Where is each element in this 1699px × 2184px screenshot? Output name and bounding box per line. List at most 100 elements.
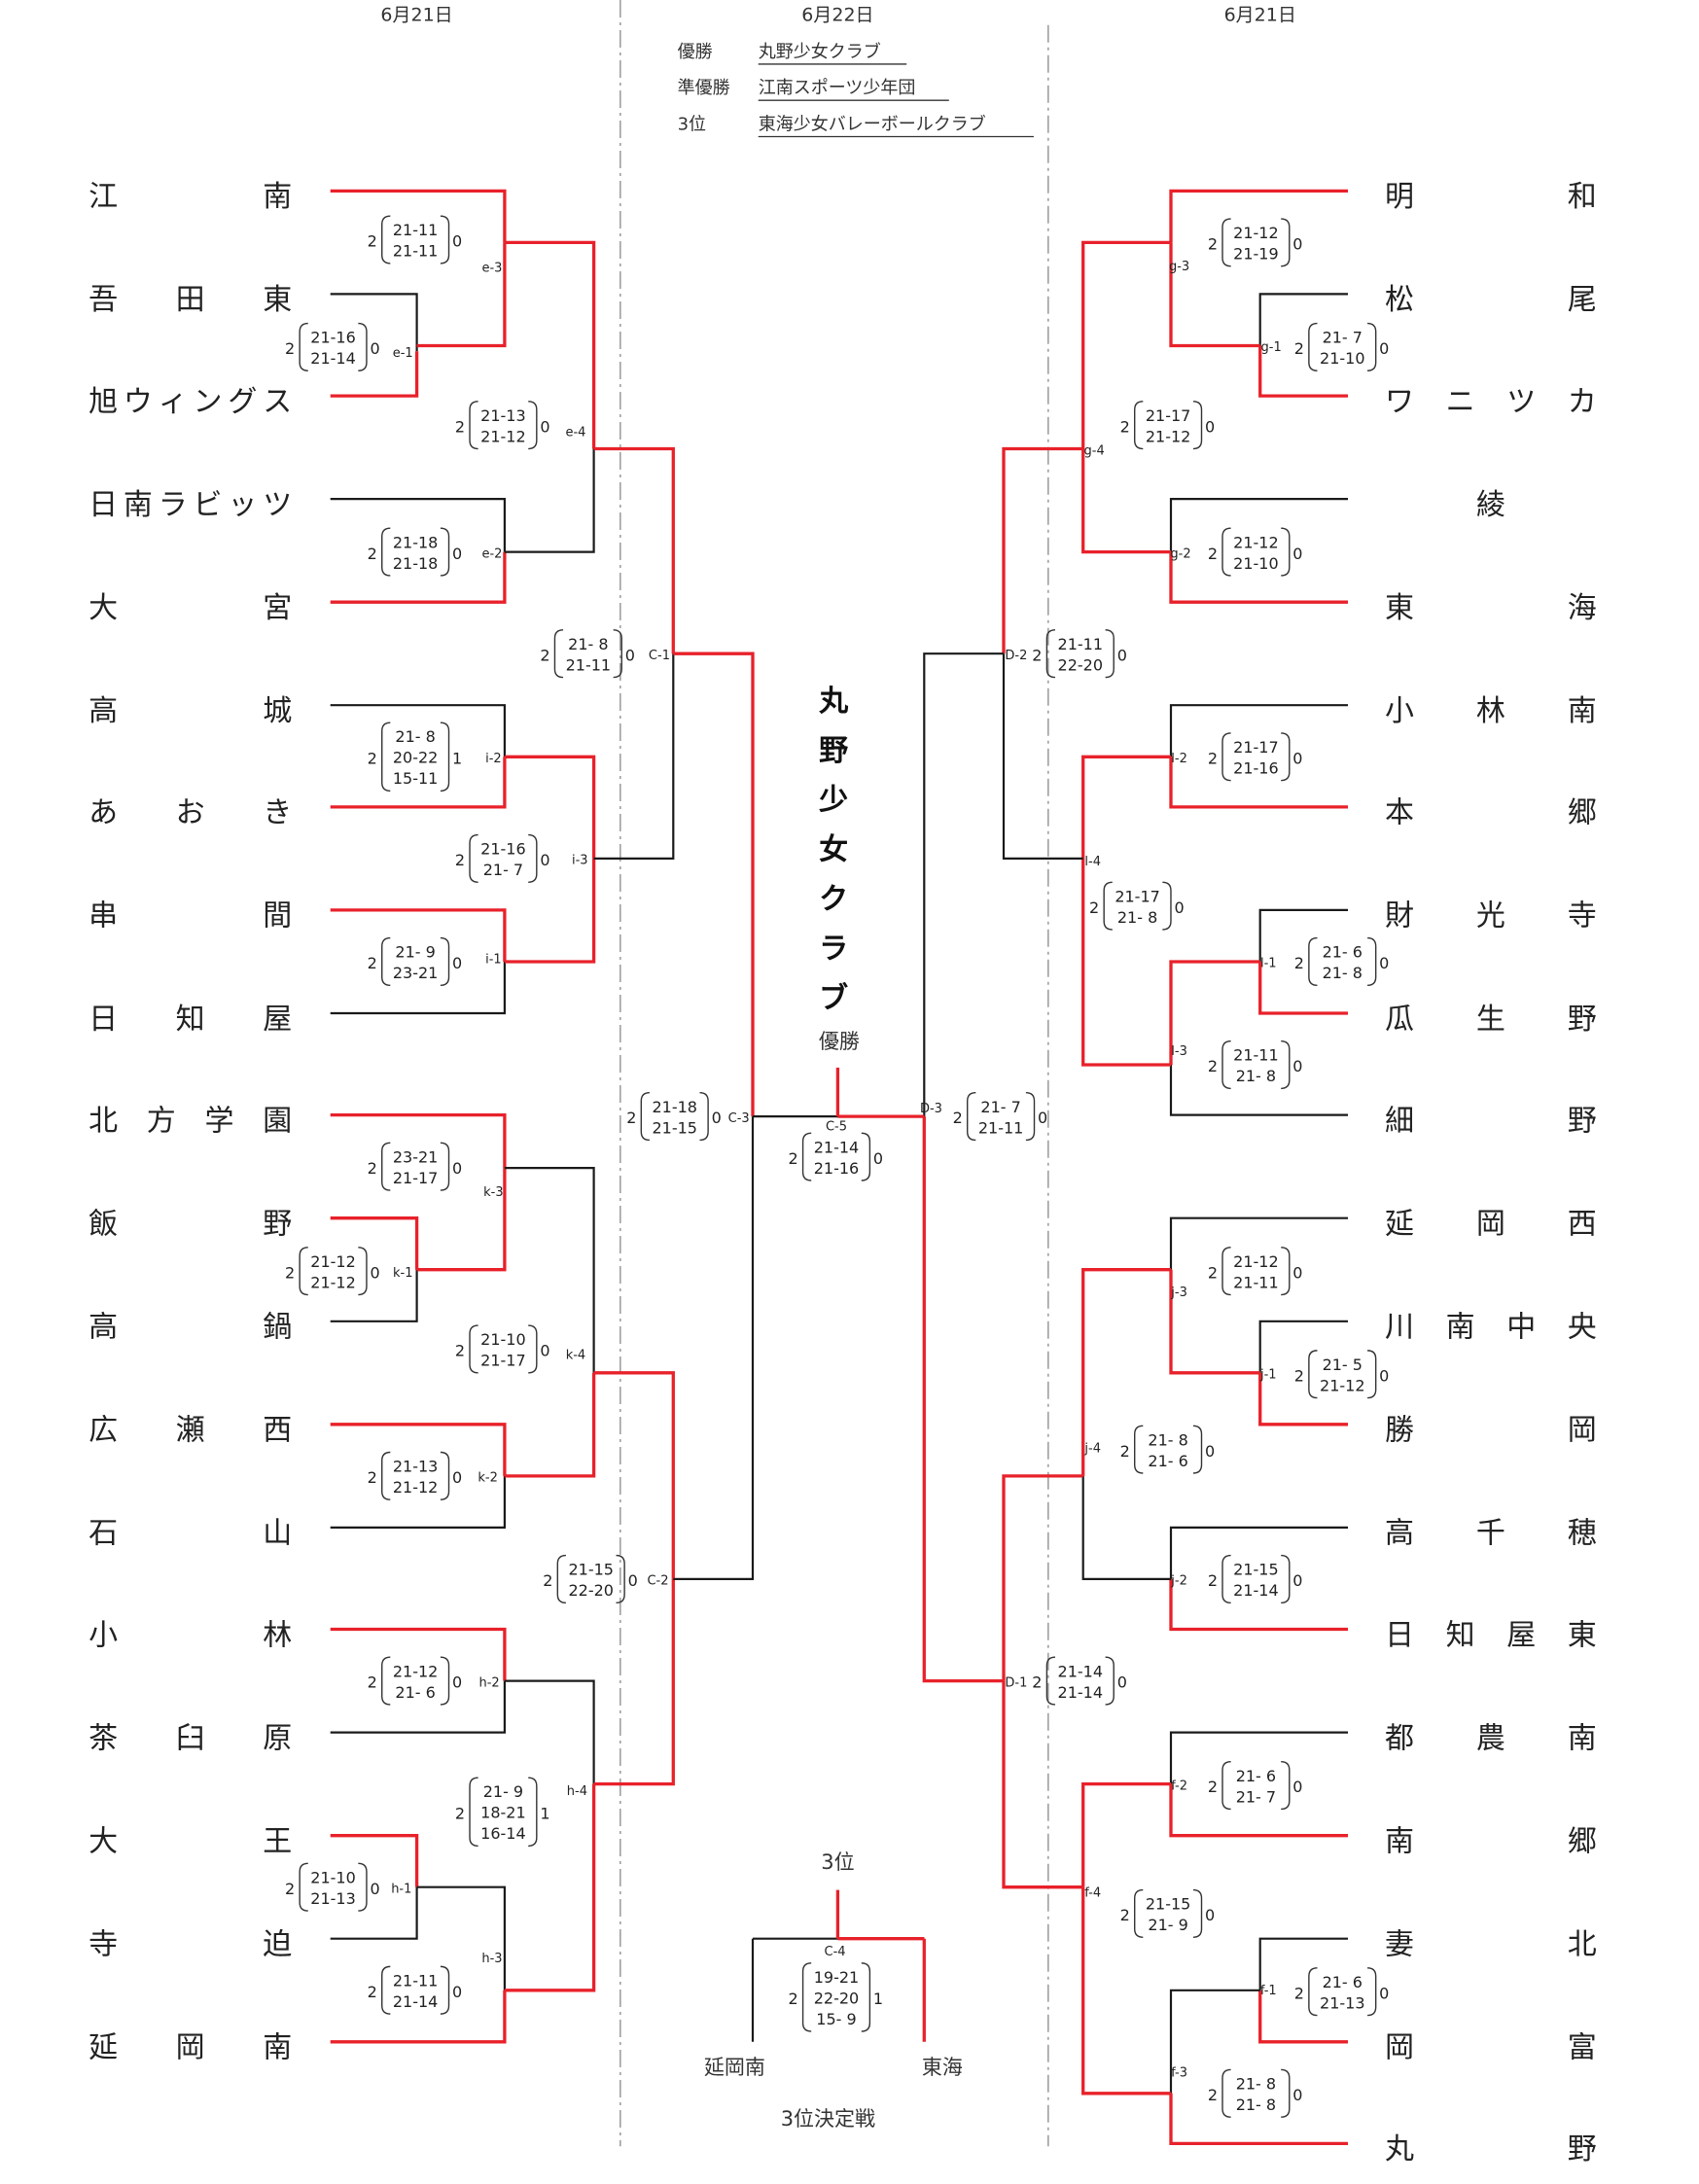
line-j2-bot <box>1169 1578 1348 1632</box>
line-d1-bot <box>1002 1680 1083 1889</box>
score-h-4-set-2: 16-14 <box>480 1824 526 1843</box>
result-label-1: 準優勝 <box>678 78 730 98</box>
right-team-2-char-1: ニ <box>1446 385 1475 419</box>
result-team-2: 東海少女バレーボールクラブ <box>759 113 986 134</box>
score-C-2-sets-lost: 0 <box>628 1571 638 1590</box>
line-c3-top <box>673 652 755 1117</box>
line-j4-top <box>1081 1268 1171 1476</box>
score-e-3-set-0: 21-11 <box>393 221 439 239</box>
score-g-1-bracket-left <box>1308 322 1318 371</box>
score-h-1-set-1: 21-13 <box>310 1889 356 1908</box>
line-f4-bot <box>1081 1886 1171 2096</box>
line-k2-bot <box>330 1475 506 1529</box>
score-e-3-bracket-left <box>381 215 391 264</box>
score-f-3-set-0: 21- 8 <box>1236 2075 1276 2094</box>
score-k-1-sets-won: 2 <box>285 1263 295 1282</box>
champion-label: 優勝 <box>819 1030 860 1053</box>
score-k-3-set-0: 23-21 <box>393 1147 439 1166</box>
line-i1-bot <box>330 962 506 1015</box>
line-g4-bot <box>1081 448 1171 554</box>
score-i-2-sets-won: 2 <box>368 749 377 767</box>
right-team-7-char-2: 寺 <box>1568 899 1597 933</box>
score-C-1-bracket-right <box>613 629 622 679</box>
score-k-1-bracket-right <box>358 1247 368 1296</box>
score-g-4-sets-won: 2 <box>1120 417 1130 436</box>
score-h-2-sets-lost: 0 <box>452 1673 462 1692</box>
score-f-2-bracket-right <box>1281 1760 1291 1811</box>
left-team-14-char-1: 林 <box>263 1618 292 1652</box>
left-team-16-char-1: 王 <box>263 1824 292 1858</box>
score-D-3-set-0: 21- 7 <box>980 1098 1020 1116</box>
score-h-3-sets-lost: 0 <box>452 1983 462 2001</box>
score-g-3-bracket-right <box>1281 218 1291 267</box>
score-h-3-bracket-right <box>440 1965 450 2015</box>
score-D-3-sets-lost: 0 <box>1038 1109 1047 1127</box>
score-f-3-sets-won: 2 <box>1208 2086 1218 2104</box>
line-l4-bot <box>1081 858 1171 1067</box>
score-l-1-sets-won: 2 <box>1294 954 1304 972</box>
left-team-2-char-0: 旭 <box>88 385 118 419</box>
right-team-17-char-0: 妻 <box>1385 1927 1414 1961</box>
score-i-2-sets-lost: 1 <box>452 749 462 767</box>
score-C-2-sets-won: 2 <box>543 1571 552 1590</box>
score-h-1-sets-lost: 0 <box>370 1880 379 1898</box>
score-h-2-bracket-right <box>440 1656 450 1706</box>
right-team-12-char-1: 岡 <box>1568 1414 1597 1448</box>
score-f-2-sets-lost: 0 <box>1292 1778 1302 1796</box>
left-team-2-char-1: ウ <box>124 385 153 419</box>
score-D-3-sets-won: 2 <box>953 1109 963 1127</box>
right-team-2-char-3: カ <box>1568 385 1597 419</box>
match-id-g-3: g-3 <box>1169 260 1189 274</box>
line-l4-top <box>1081 755 1171 859</box>
score-final-sets-won: 2 <box>788 1149 797 1168</box>
score-h-4-set-0: 21- 9 <box>483 1782 523 1801</box>
score-D-1-sets-lost: 0 <box>1117 1673 1127 1692</box>
score-e-2-bracket-right <box>440 527 450 577</box>
line-j2-top <box>1169 1526 1348 1579</box>
score-D-1-set-1: 21-14 <box>1058 1683 1104 1702</box>
score-l-1-set-1: 21- 8 <box>1323 964 1363 982</box>
score-k-2-set-1: 21-12 <box>393 1478 439 1497</box>
match-id-i-1: i-1 <box>485 952 502 967</box>
score-i-3-set-0: 21-16 <box>480 840 526 859</box>
right-team-18-char-0: 岡 <box>1385 2031 1414 2065</box>
score-g-4-set-1: 21-12 <box>1146 427 1191 445</box>
score-D-1-bracket-right <box>1105 1656 1115 1706</box>
score-C-1-set-0: 21- 8 <box>568 635 608 653</box>
left-team-3-char-5: ツ <box>263 488 292 522</box>
line-f3-top <box>1169 1989 1260 2094</box>
score-e-4-set-1: 21-12 <box>480 427 526 445</box>
score-l-2-sets-won: 2 <box>1208 749 1218 767</box>
right-team-19-char-0: 丸 <box>1385 2132 1414 2166</box>
line-e3-bot <box>416 242 507 348</box>
score-l-4-sets-won: 2 <box>1089 898 1099 917</box>
date-center: 6月22日 <box>801 4 873 25</box>
champion-char-0: 丸 <box>818 685 848 719</box>
score-j-2-set-1: 21-14 <box>1233 1581 1279 1600</box>
score-i-1-sets-won: 2 <box>368 954 377 972</box>
right-team-15-char-1: 農 <box>1476 1721 1505 1755</box>
score-g-3-sets-won: 2 <box>1208 235 1218 254</box>
score-e-4-bracket-right <box>528 401 538 450</box>
match-id-k-2: k-2 <box>478 1471 498 1486</box>
line-d3-top <box>923 652 1004 1117</box>
line-e4-top <box>504 240 596 449</box>
score-g-2-bracket-left <box>1221 527 1231 577</box>
score-f-1-bracket-right <box>1367 1967 1377 2017</box>
score-i-3-sets-lost: 0 <box>540 851 549 869</box>
line-f1-bot <box>1258 1990 1348 2044</box>
right-team-13-char-1: 千 <box>1476 1517 1505 1551</box>
match-id-D-1: D-1 <box>1005 1675 1027 1690</box>
